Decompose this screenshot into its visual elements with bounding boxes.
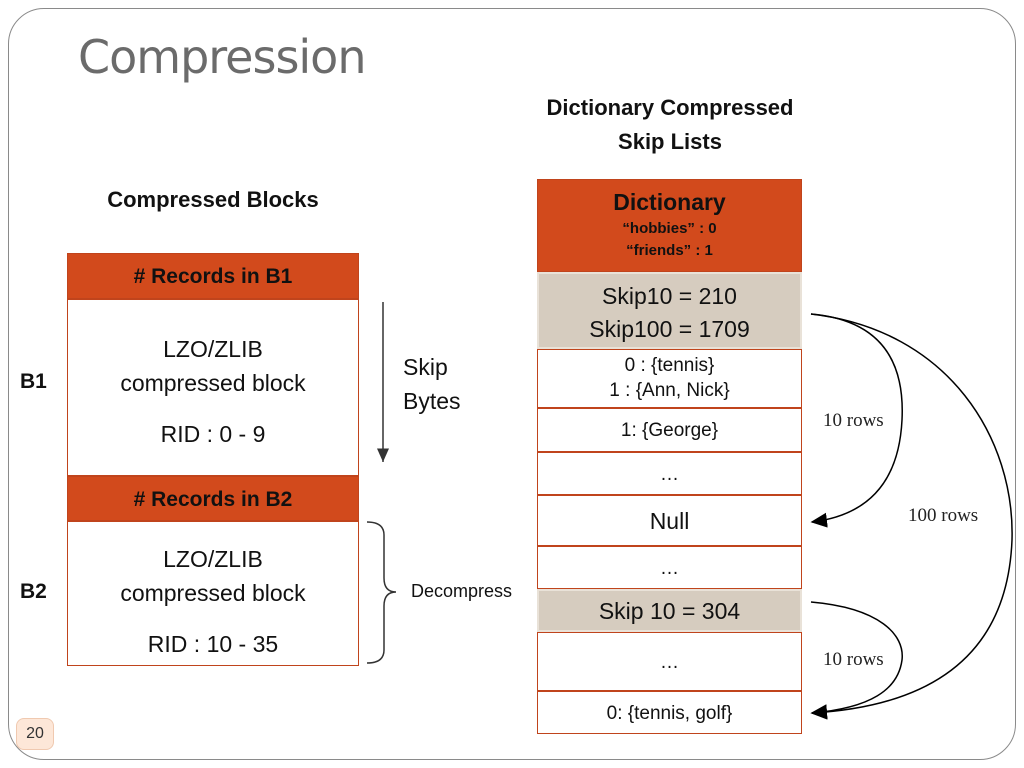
b1-line1: LZO/ZLIB <box>163 336 263 362</box>
b1-block: LZO/ZLIB compressed block RID : 0 - 9 <box>67 299 359 476</box>
ten-rows-label-b: 10 rows <box>823 649 884 670</box>
ellipsis2-text: … <box>660 558 679 579</box>
list-item-ellipsis3: … <box>537 632 802 691</box>
skip-bytes-line2: Bytes <box>403 388 461 414</box>
b1-header-text: # Records in B1 <box>133 265 293 288</box>
ten-rows-label-a: 10 rows <box>823 410 884 431</box>
skip-bytes-line1: Skip <box>403 354 448 380</box>
slide-title: Compression <box>78 30 366 84</box>
ten-rows-arrow-b <box>810 601 903 720</box>
b2-header: # Records in B2 <box>67 476 359 521</box>
page-number-badge: 20 <box>16 718 54 750</box>
hundred-rows-arrow <box>810 313 1013 720</box>
skip10-text: Skip10 = 210 <box>602 283 737 309</box>
heading-line2: Skip Lists <box>618 129 722 154</box>
ten-rows-arrow-a <box>810 313 903 528</box>
null-text: Null <box>649 508 690 534</box>
dictionary-title: Dictionary <box>613 189 726 215</box>
b2-label: B2 <box>20 580 47 603</box>
skip-entry-304: Skip 10 = 304 <box>537 589 802 632</box>
list-item-null: Null <box>537 495 802 546</box>
dictionary-entry-hobbies: “hobbies” : 0 <box>622 220 717 237</box>
last-row-text: 0: {tennis, golf} <box>606 703 733 724</box>
list-item-last: 0: {tennis, golf} <box>537 691 802 734</box>
compressed-blocks-heading: Compressed Blocks <box>107 187 319 212</box>
list-item-george: 1: {George} <box>537 408 802 452</box>
b1-line2: compressed block <box>120 370 306 396</box>
skip2-text: Skip 10 = 304 <box>598 598 741 624</box>
ellipsis3-text: … <box>660 652 679 673</box>
b2-header-text: # Records in B2 <box>133 488 293 511</box>
b2-block: LZO/ZLIB compressed block RID : 10 - 35 <box>67 521 359 666</box>
decompress-brace <box>366 521 397 664</box>
ellipsis1-text: … <box>660 464 679 485</box>
skip100-text: Skip100 = 1709 <box>589 316 750 342</box>
b2-line2: compressed block <box>120 580 306 606</box>
b1-rid: RID : 0 - 9 <box>160 421 266 447</box>
skip-entry-210: Skip10 = 210 Skip100 = 1709 <box>537 272 802 349</box>
decompress-label: Decompress <box>411 581 513 601</box>
row1-line1: 0 : {tennis} <box>624 355 715 376</box>
hundred-rows-label: 100 rows <box>908 505 979 526</box>
row1-line2: 1 : {Ann, Nick} <box>609 380 730 401</box>
heading-line1: Dictionary Compressed <box>546 95 794 120</box>
row2-text: 1: {George} <box>620 420 719 441</box>
b1-header: # Records in B1 <box>67 253 359 299</box>
skip-bytes-label: Skip Bytes <box>403 350 461 418</box>
list-item-row1: 0 : {tennis} 1 : {Ann, Nick} <box>537 349 802 408</box>
list-item-ellipsis2: … <box>537 546 802 589</box>
b1-label: B1 <box>20 370 47 393</box>
dictionary-skip-lists-heading: Dictionary Compressed Skip Lists <box>520 91 820 159</box>
list-item-ellipsis1: … <box>537 452 802 495</box>
b2-rid: RID : 10 - 35 <box>147 631 279 657</box>
slide-frame <box>8 8 1016 760</box>
dictionary-entry-friends: “friends” : 1 <box>626 242 713 259</box>
b2-line1: LZO/ZLIB <box>163 546 263 572</box>
dictionary-block: Dictionary “hobbies” : 0 “friends” : 1 <box>537 179 802 272</box>
